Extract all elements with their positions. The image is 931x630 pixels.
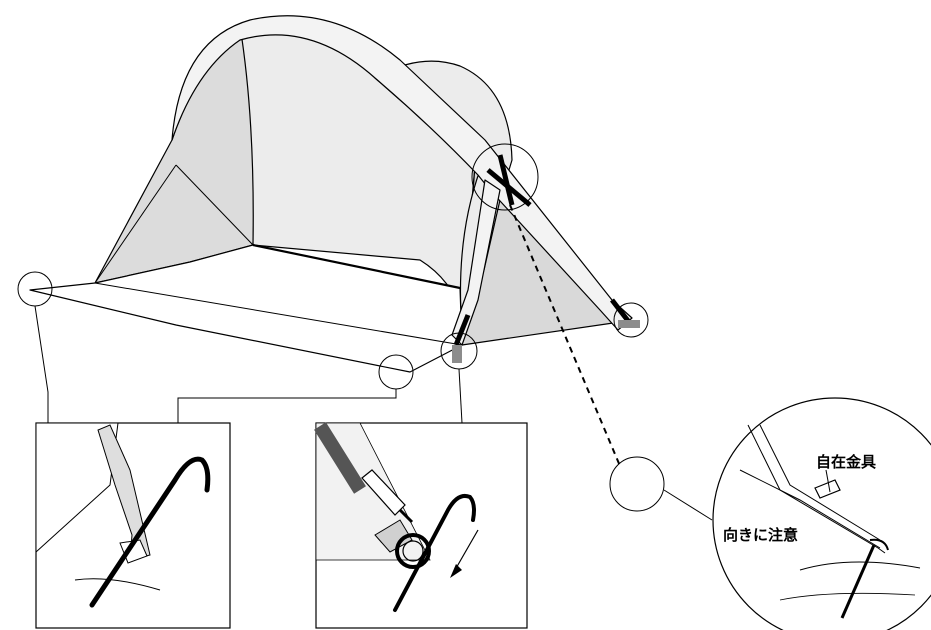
peg-hook-icon-2 [393,493,476,612]
dashed-leader [509,204,621,467]
detail-circle-adjuster [712,397,931,630]
tent-illustration [29,15,640,373]
orientation-warning-label: 向きに注意 [723,526,799,544]
callout-circle-right-corner [613,302,649,338]
leader-lines [34,204,713,521]
adjuster-label: 自在金具 [816,453,877,471]
detail-box-stake-loop [35,422,231,629]
peg-hook-icon [89,456,211,608]
ring [395,533,431,569]
callout-circle-pole-cross [471,143,539,211]
detail-box-pole-ring [314,422,528,629]
callout-circle-small-detail [609,456,665,512]
main-pole [171,15,633,331]
direction-arrow-icon [454,529,479,571]
